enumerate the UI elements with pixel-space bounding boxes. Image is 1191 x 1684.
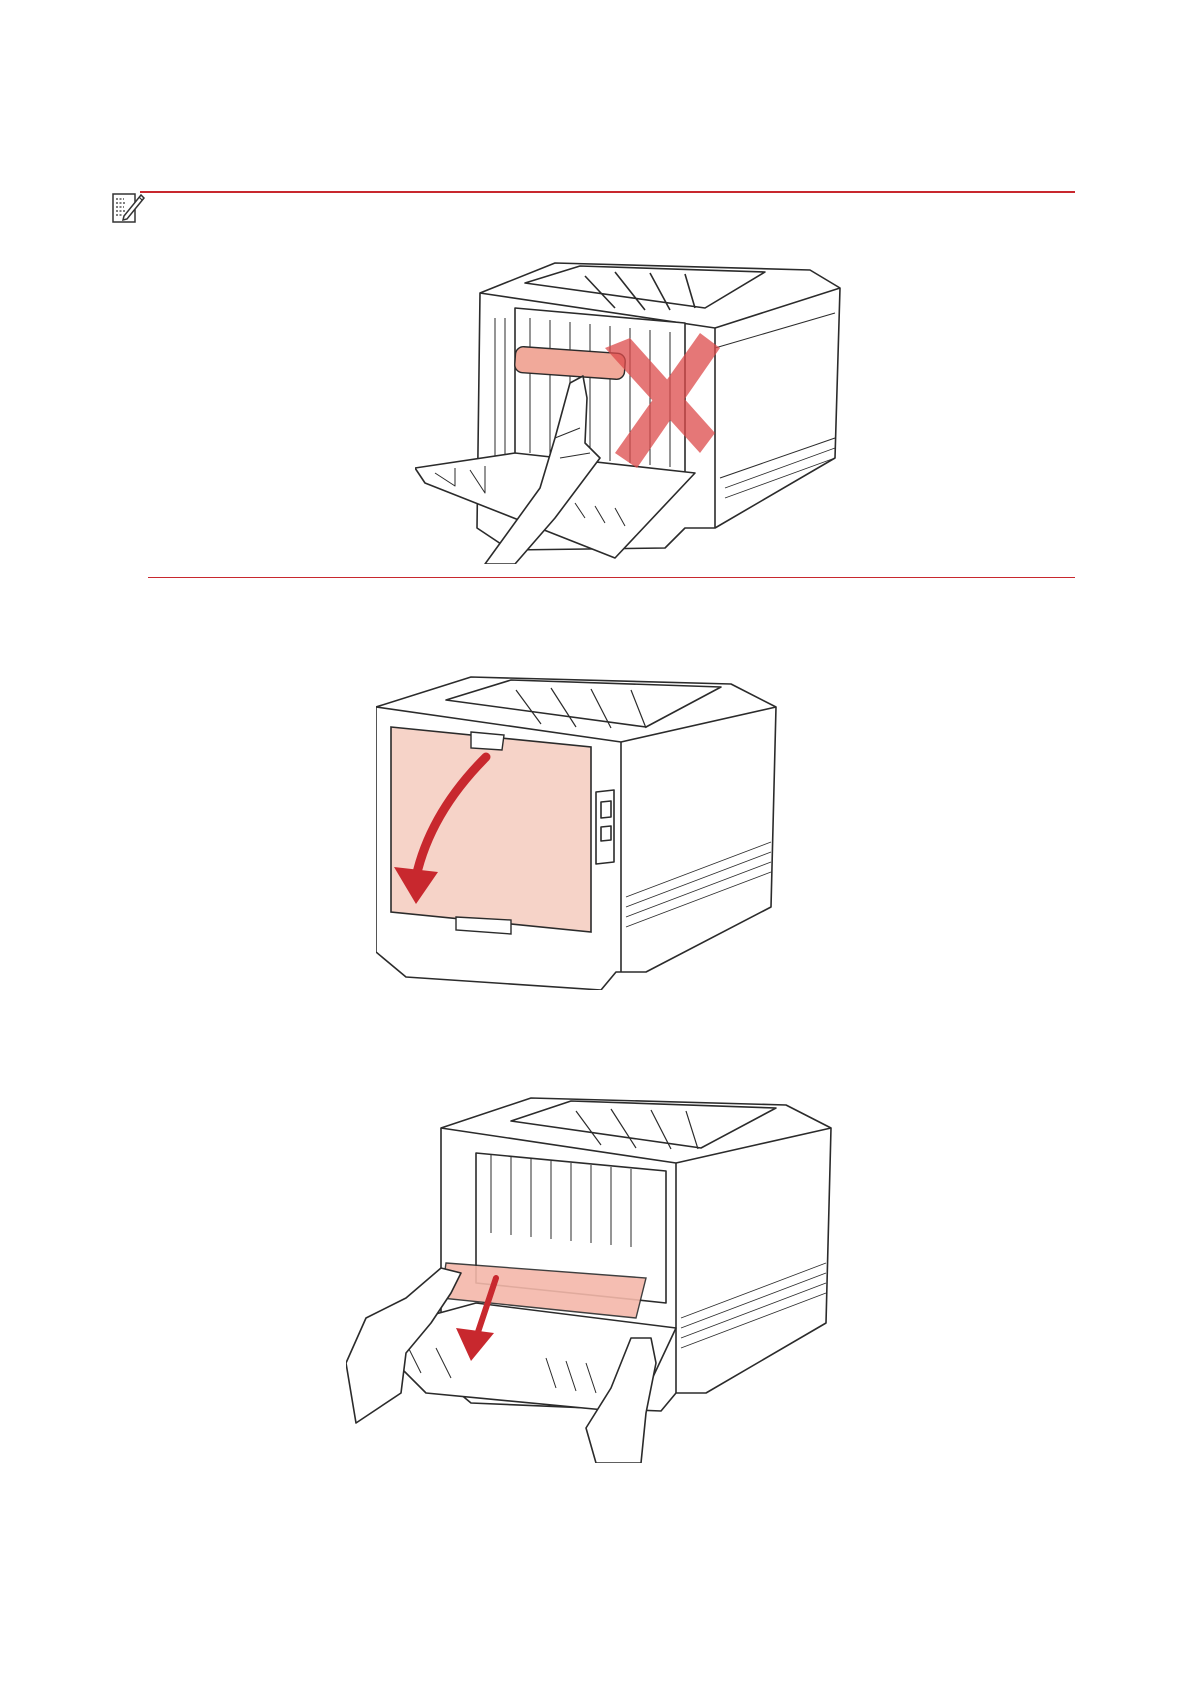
printer-fuser-touch-prohibited-illustration bbox=[415, 258, 885, 564]
note-rule-bottom bbox=[148, 577, 1075, 578]
printer-remove-jammed-paper-illustration bbox=[346, 1093, 846, 1463]
printer-open-rear-door-illustration bbox=[376, 672, 824, 990]
note-block bbox=[110, 188, 1075, 580]
note-pencil-icon bbox=[110, 188, 146, 226]
note-rule-top bbox=[140, 191, 1075, 193]
